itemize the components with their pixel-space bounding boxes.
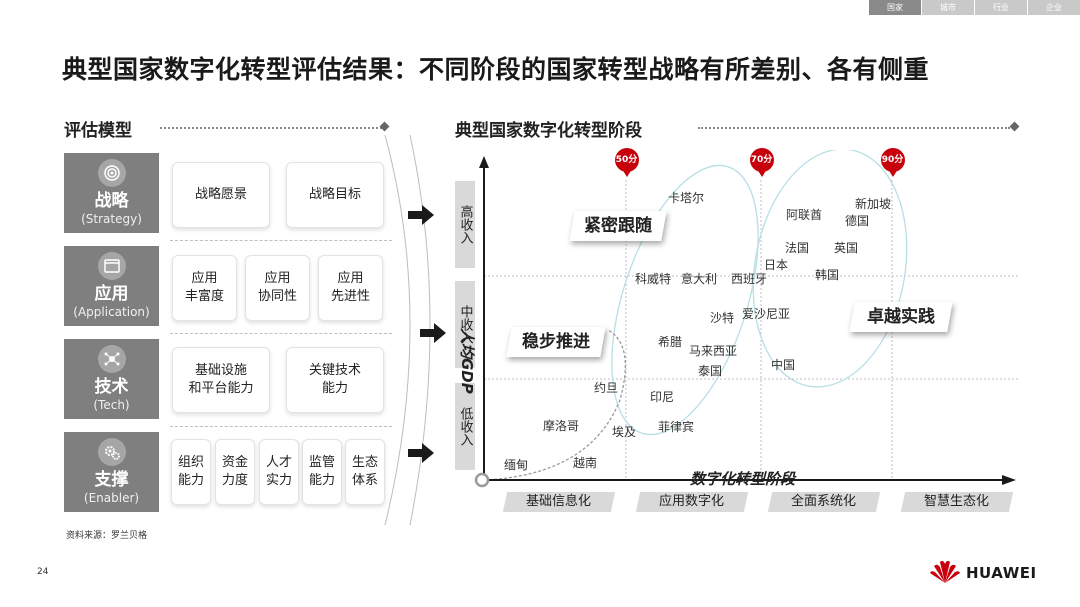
stages-heading-diamond bbox=[1009, 121, 1020, 132]
country-germany: 德国 bbox=[845, 214, 870, 228]
connector-arcs bbox=[384, 134, 431, 526]
country-france: 法国 bbox=[785, 241, 810, 255]
page-number: 24 bbox=[37, 567, 49, 577]
category-enabler: 支撑 (Enabler) bbox=[64, 432, 159, 512]
score-marker-90: 90分 bbox=[879, 148, 906, 177]
arrow-right-icon bbox=[408, 443, 434, 463]
category-subtitle: (Tech) bbox=[93, 398, 130, 412]
country-thailand: 泰国 bbox=[698, 364, 723, 378]
country-uae: 阿联酋 bbox=[786, 208, 823, 222]
target-icon bbox=[97, 159, 126, 187]
category-name: 战略 bbox=[94, 191, 129, 211]
row-divider bbox=[170, 426, 392, 427]
stage-smart-ecosystem: 智慧生态化 bbox=[900, 492, 1014, 512]
category-name: 支撑 bbox=[94, 470, 129, 490]
score-marker-50: 50分 bbox=[613, 148, 640, 177]
arrow-right-icon bbox=[408, 205, 434, 225]
model-heading: 评估模型 bbox=[64, 121, 132, 141]
stage-full-systematization: 全面系统化 bbox=[767, 492, 881, 512]
country-myanmar: 缅甸 bbox=[504, 458, 529, 472]
network-hub-icon bbox=[97, 345, 126, 373]
country-egypt: 埃及 bbox=[612, 425, 637, 439]
row-divider bbox=[170, 240, 392, 241]
tab-city[interactable]: 城市 bbox=[922, 0, 974, 15]
country-vietnam: 越南 bbox=[573, 456, 598, 470]
country-morocco: 摩洛哥 bbox=[543, 419, 580, 433]
income-high: 高收入 bbox=[455, 181, 475, 268]
country-saudi: 沙特 bbox=[710, 311, 735, 325]
row-divider bbox=[170, 333, 392, 334]
country-indonesia: 印尼 bbox=[650, 390, 675, 404]
tab-enterprise[interactable]: 企业 bbox=[1028, 0, 1080, 15]
country-estonia: 爱沙尼亚 bbox=[742, 307, 791, 321]
stage-chart-frame bbox=[474, 150, 1018, 488]
strategy-close-follow: 紧密跟随 bbox=[569, 211, 667, 241]
page-title: 典型国家数字化转型评估结果：不同阶段的国家转型战略有所差别、各有侧重 bbox=[62, 55, 930, 84]
country-malaysia: 马来西亚 bbox=[689, 344, 738, 358]
x-axis-label: 数字化转型阶段 bbox=[690, 470, 796, 488]
arrow-right-icon bbox=[420, 323, 446, 343]
item-app-richness: 应用 丰富度 bbox=[172, 255, 237, 321]
category-subtitle: (Enabler) bbox=[83, 491, 140, 505]
strategy-steady-advance: 稳步推进 bbox=[506, 327, 606, 357]
app-window-icon bbox=[97, 252, 126, 280]
item-tech-key: 关键技术 能力 bbox=[286, 347, 384, 413]
item-enabler-org: 组织 能力 bbox=[171, 439, 211, 505]
item-enabler-funding: 资金 力度 bbox=[215, 439, 255, 505]
gears-icon bbox=[97, 438, 126, 466]
tab-country[interactable]: 国家 bbox=[869, 0, 921, 15]
category-name: 技术 bbox=[94, 377, 129, 397]
item-app-synergy: 应用 协同性 bbox=[245, 255, 310, 321]
model-heading-divider bbox=[160, 127, 382, 129]
item-app-advancement: 应用 先进性 bbox=[318, 255, 383, 321]
category-subtitle: (Application) bbox=[73, 305, 150, 319]
country-qatar: 卡塔尔 bbox=[668, 191, 705, 205]
stages-heading: 典型国家数字化转型阶段 bbox=[455, 121, 642, 141]
item-enabler-regulation: 监管 能力 bbox=[302, 439, 342, 505]
country-korea: 韩国 bbox=[815, 268, 840, 282]
item-tech-infrastructure: 基础设施 和平台能力 bbox=[172, 347, 270, 413]
stage-basic-informatization: 基础信息化 bbox=[502, 492, 616, 512]
country-greece: 希腊 bbox=[658, 335, 683, 349]
item-enabler-talent: 人才 实力 bbox=[259, 439, 299, 505]
country-japan: 日本 bbox=[764, 258, 789, 272]
tab-industry[interactable]: 行业 bbox=[975, 0, 1027, 15]
country-jordan: 约旦 bbox=[594, 381, 619, 395]
income-low: 低收入 bbox=[455, 383, 475, 470]
stages-heading-divider bbox=[698, 127, 1010, 129]
country-spain: 西班牙 bbox=[731, 272, 768, 286]
income-middle: 中收入 bbox=[455, 281, 475, 368]
country-philippines: 菲律宾 bbox=[658, 420, 695, 434]
country-italy: 意大利 bbox=[681, 272, 718, 286]
category-subtitle: (Strategy) bbox=[81, 212, 142, 226]
brand-wordmark: HUAWEI bbox=[966, 564, 1037, 582]
item-strategy-goal: 战略目标 bbox=[286, 162, 384, 228]
source-note: 资料来源：罗兰贝格 bbox=[66, 531, 148, 541]
country-china: 中国 bbox=[771, 358, 796, 372]
category-strategy: 战略 (Strategy) bbox=[64, 153, 159, 233]
country-uk: 英国 bbox=[834, 241, 859, 255]
category-name: 应用 bbox=[94, 284, 129, 304]
strategy-excellent-practice: 卓越实践 bbox=[849, 302, 953, 332]
item-enabler-ecosystem: 生态 体系 bbox=[345, 439, 385, 505]
y-axis-label: 人均GDP bbox=[458, 328, 476, 394]
huawei-logo-icon bbox=[930, 560, 960, 583]
stage-application-digitalization: 应用数字化 bbox=[635, 492, 749, 512]
score-marker-70: 70分 bbox=[748, 148, 775, 177]
category-tech: 技术 (Tech) bbox=[64, 339, 159, 419]
item-strategy-vision: 战略愿景 bbox=[172, 162, 270, 228]
category-application: 应用 (Application) bbox=[64, 246, 159, 326]
country-kuwait: 科威特 bbox=[635, 272, 672, 286]
country-singapore: 新加坡 bbox=[855, 197, 892, 211]
